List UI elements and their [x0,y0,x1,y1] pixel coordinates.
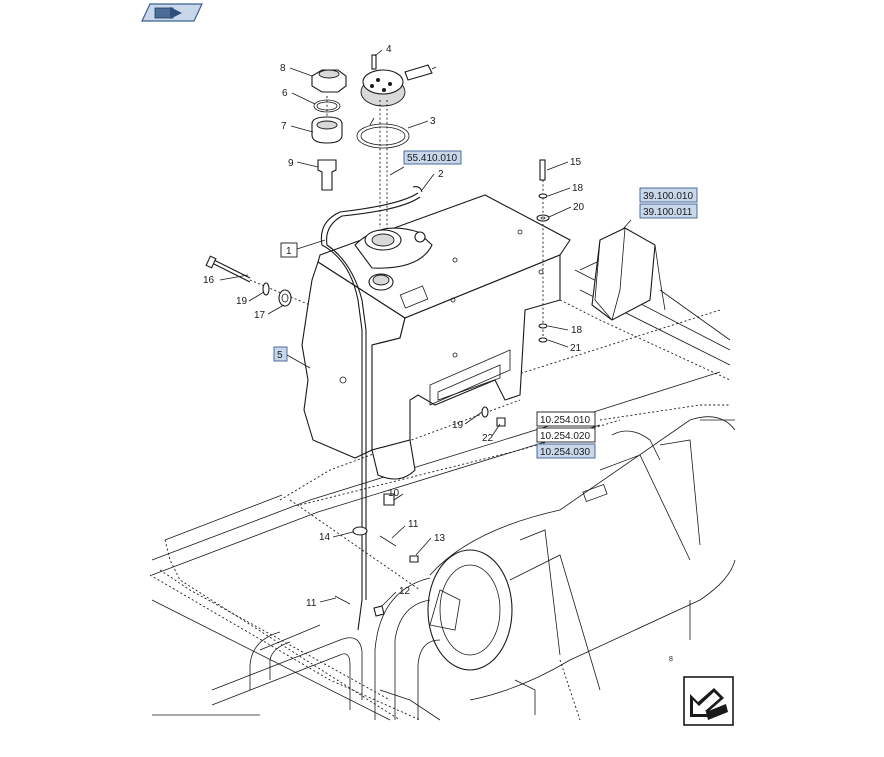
callout-6: 6 [282,88,288,99]
callout-10: 10 [388,488,400,499]
ref-10-254-020: 10.254.020 [536,427,596,443]
assembly-box-1: 1 [280,242,298,258]
svg-text:39.100.011: 39.100.011 [643,207,693,218]
callout-7: 7 [281,121,287,132]
svg-text:10.254.010: 10.254.010 [540,415,590,426]
fuel-tank [301,194,571,480]
filler-cap-stack [311,69,347,191]
svg-text:10.254.030: 10.254.030 [540,447,590,458]
callout-2: 2 [438,169,444,180]
ref-10-254-030[interactable]: 10.254.030 [536,443,596,459]
arrow-down-left-icon [690,688,728,720]
callout-15: 15 [570,157,582,168]
callout-4: 4 [386,44,392,55]
callout-16: 16 [203,275,215,286]
callout-11b: 11 [306,598,317,609]
callout-13: 13 [434,533,446,544]
callout-19b: 19 [452,420,464,431]
fuel-line [320,186,423,631]
callout-14: 14 [319,532,331,543]
svg-text:39.100.010: 39.100.010 [643,191,693,202]
leader-lines [219,49,632,607]
callout-18a: 18 [572,183,584,194]
callout-11a: 11 [408,519,419,530]
svg-text:55.410.010: 55.410.010 [407,153,457,164]
muffler-assembly [374,416,736,721]
bolt-16-set [205,255,311,307]
ref-55-410-010[interactable]: 55.410.010 [403,150,462,165]
svg-text:1: 1 [286,246,292,257]
callout-12: 12 [399,586,411,597]
svg-text:10.254.020: 10.254.020 [540,431,590,442]
callout-numbers: 4 8 6 7 9 3 2 15 18 20 16 19 17 18 21 19… [203,44,673,663]
callout-18b: 18 [571,325,583,336]
callout-8: 8 [280,63,286,74]
ref-39-100-010[interactable]: 39.100.010 [639,187,698,203]
ref-39-100-011[interactable]: 39.100.011 [639,203,698,219]
mounting-bracket [579,227,731,341]
callout-3: 3 [430,116,436,127]
bottom-nav-button[interactable] [683,676,734,726]
callout-21: 21 [570,343,582,354]
callout-20: 20 [573,202,585,213]
assembly-box-5[interactable]: 5 [273,346,288,362]
bolt-15-set [536,159,550,343]
callout-9: 9 [288,158,294,169]
ref-10-254-010: 10.254.010 [536,411,596,427]
svg-text:5: 5 [277,350,283,361]
lower-fasteners [334,406,506,617]
callout-22: 22 [482,433,494,444]
top-nav-button[interactable] [141,3,203,22]
book-arrow-icon [154,7,182,19]
small-mark-8: 8 [669,656,673,663]
sender-unit [356,54,437,228]
callout-19a: 19 [236,296,248,307]
callout-17: 17 [254,310,266,321]
